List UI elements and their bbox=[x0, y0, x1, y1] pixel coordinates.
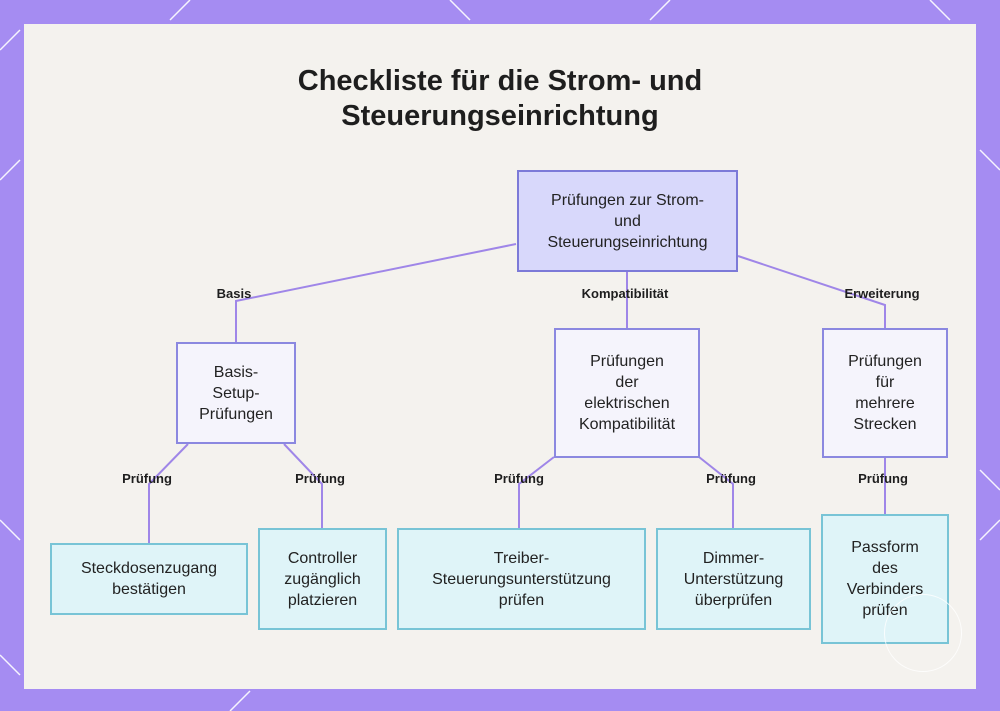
title-line-1: Checkliste für die Strom- und bbox=[297, 65, 703, 97]
diagram-title: Checkliste für die Strom- und Steuerungs… bbox=[24, 64, 976, 134]
node-erweit-line: Prüfungen bbox=[848, 353, 922, 370]
node-mehrere-strecken: Prüfungen für mehrere Strecken bbox=[822, 328, 948, 458]
edge-kompat-treiber bbox=[518, 456, 555, 528]
node-kompat-line: elektrischen bbox=[584, 395, 670, 412]
edge-basis-steck bbox=[148, 443, 189, 543]
edge-label-pruefung-2: Prüfung bbox=[295, 471, 345, 486]
node-passform-line: des bbox=[872, 560, 898, 577]
edge-root-basis bbox=[235, 243, 517, 342]
edge-kompat-dimmer bbox=[698, 456, 734, 528]
edge-label-basis: Basis bbox=[216, 286, 252, 301]
node-kompat-line: Prüfungen bbox=[590, 353, 664, 370]
node-controller-line: platzieren bbox=[287, 591, 358, 609]
node-basis-line: Setup- bbox=[212, 384, 260, 402]
node-erweit-line: Strecken bbox=[853, 416, 917, 433]
node-basis-line: Prüfungen bbox=[199, 405, 273, 423]
node-dimmer: Dimmer- Unterstützung überprüfen bbox=[656, 528, 811, 630]
node-erweit-line: für bbox=[875, 374, 895, 391]
node-dimmer-line: überprüfen bbox=[694, 591, 773, 609]
node-treiber-line: prüfen bbox=[498, 591, 545, 609]
diagram-panel: Checkliste für die Strom- und Steuerungs… bbox=[24, 24, 976, 689]
node-dimmer-line: Dimmer- bbox=[702, 549, 765, 567]
node-passform-line: Verbinders bbox=[846, 581, 924, 598]
edge-label-erweiterung: Erweiterung bbox=[844, 286, 920, 301]
connector-lines bbox=[148, 243, 886, 543]
node-erweit-line: mehrere bbox=[855, 395, 915, 412]
node-steck-line: Steckdosenzugang bbox=[80, 560, 218, 577]
edge-label-kompatibilitaet: Kompatibilität bbox=[581, 286, 669, 301]
node-treiber-line: Treiber- bbox=[493, 549, 550, 567]
node-dimmer-line: Unterstützung bbox=[683, 570, 784, 588]
node-root-line: Prüfungen zur Strom- bbox=[551, 191, 704, 209]
title-line-2: Steuerungseinrichtung bbox=[341, 100, 659, 132]
node-treiber: Treiber- Steuerungsunterstützung prüfen bbox=[397, 528, 646, 630]
node-basis-line: Basis- bbox=[213, 363, 259, 381]
node-treiber-line: Steuerungsunterstützung bbox=[432, 570, 611, 588]
edge-root-erweit bbox=[737, 255, 886, 328]
node-controller-line: zugänglich bbox=[284, 570, 361, 588]
node-controller: Controller zugänglich platzieren bbox=[258, 528, 387, 630]
node-root-line: Steuerungseinrichtung bbox=[547, 233, 708, 251]
node-steckdosenzugang: Steckdosenzugang bestätigen bbox=[50, 543, 248, 615]
node-passform-line: Passform bbox=[851, 539, 919, 556]
edge-label-pruefung-1: Prüfung bbox=[122, 471, 172, 486]
edge-basis-controller bbox=[283, 443, 323, 528]
node-controller-line: Controller bbox=[287, 549, 358, 567]
node-kompat-line: der bbox=[615, 374, 639, 391]
edge-label-pruefung-4: Prüfung bbox=[706, 471, 756, 486]
node-kompat-line: Kompatibilität bbox=[578, 416, 676, 433]
watermark-logo-icon bbox=[884, 594, 962, 672]
node-root-line: und bbox=[614, 212, 641, 230]
edge-label-pruefung-3: Prüfung bbox=[494, 471, 544, 486]
node-root: Prüfungen zur Strom- und Steuerungseinri… bbox=[517, 170, 738, 272]
node-basis-setup: Basis- Setup- Prüfungen bbox=[176, 342, 296, 444]
node-steck-line: bestätigen bbox=[112, 581, 186, 598]
node-elektrische-kompatibilitaet: Prüfungen der elektrischen Kompatibilitä… bbox=[554, 328, 700, 458]
edge-label-pruefung-5: Prüfung bbox=[858, 471, 908, 486]
